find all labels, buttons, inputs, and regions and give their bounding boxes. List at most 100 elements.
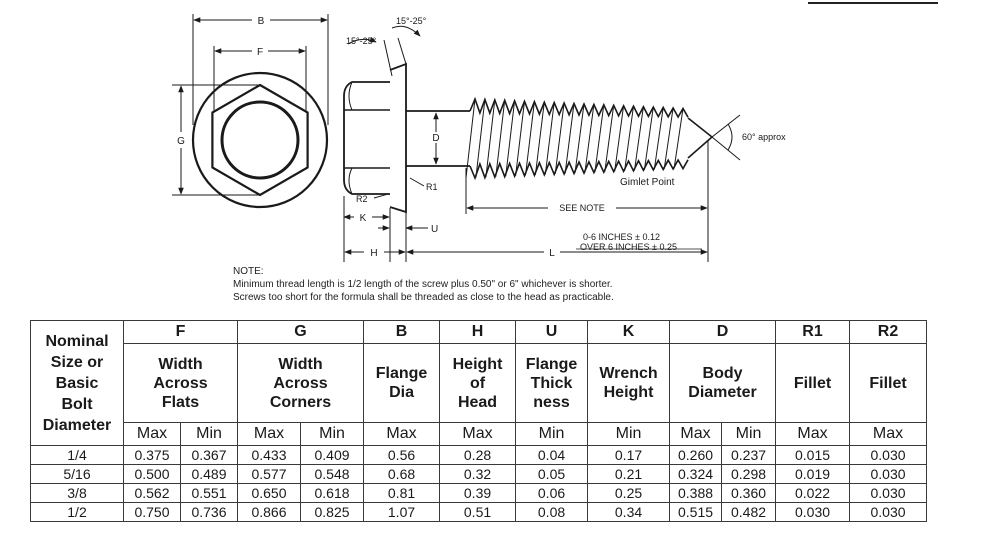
label-angle-top: 15°-25° <box>396 16 427 26</box>
label-u: U <box>431 224 438 235</box>
column-desc-word: Flange <box>375 365 428 382</box>
column-desc-word: Width <box>278 355 323 373</box>
top-rule <box>808 2 938 4</box>
value-cell: 0.34 <box>587 502 671 522</box>
column-desc-word: Thick <box>530 374 573 392</box>
thread-crest-line <box>594 104 605 173</box>
value-cell: 0.68 <box>363 464 441 484</box>
column-letter-d: D <box>669 320 777 344</box>
column-sub-d-max: Max <box>669 422 723 446</box>
column-desc-word: of <box>469 374 486 392</box>
row-header-word: Diameter <box>42 416 112 434</box>
value-cell: 0.39 <box>439 483 517 503</box>
value-cell: 0.562 <box>123 483 181 503</box>
row-header-word: Nominal <box>45 332 109 350</box>
value-cell: 0.260 <box>669 445 723 465</box>
thread-crest-line <box>604 105 615 172</box>
thread-crest-line <box>663 107 674 170</box>
column-sub-b-max: Max <box>363 422 441 446</box>
side-view <box>343 25 741 262</box>
column-desc-word: Head <box>457 393 498 411</box>
thread-crest-line <box>564 103 575 174</box>
row-header-word: Basic <box>55 374 99 392</box>
column-sub-g-min: Min <box>299 422 365 446</box>
value-cell: 1.07 <box>363 502 441 522</box>
row-header-word: Bolt <box>61 395 93 413</box>
value-cell: 0.482 <box>721 502 777 522</box>
thread-crest-line <box>554 102 565 174</box>
value-cell: 0.433 <box>237 445 301 465</box>
column-desc-word: Flats <box>161 393 200 411</box>
value-cell: 0.489 <box>180 464 238 484</box>
label-g: G <box>177 136 185 147</box>
thread-crest-line <box>584 104 595 173</box>
value-cell: 0.030 <box>849 483 928 503</box>
value-cell: 0.25 <box>587 483 671 503</box>
label-l: L <box>549 248 555 259</box>
value-cell: 0.28 <box>439 445 517 465</box>
value-cell: 0.736 <box>180 502 238 522</box>
label-tolerance-short: 0-6 INCHES ± 0.12 <box>583 232 660 242</box>
value-cell: 0.015 <box>775 445 851 465</box>
label-tolerance-long: OVER 6 INCHES ± 0.25 <box>580 242 677 252</box>
column-desc-word: Height <box>452 355 503 373</box>
value-cell: 0.030 <box>849 502 928 522</box>
thread-crest-line <box>643 107 654 170</box>
thread-note: NOTE: Minimum thread length is 1/2 lengt… <box>233 265 614 304</box>
thread-crest-line <box>534 102 545 175</box>
thread-crest-line <box>544 102 555 175</box>
value-cell: 0.618 <box>299 483 365 503</box>
column-desc-word: Width <box>158 355 203 373</box>
label-point-angle: 60° approx <box>742 132 786 142</box>
label-d: D <box>432 133 439 144</box>
thread-crest-line <box>614 105 625 172</box>
value-cell: 0.06 <box>515 483 589 503</box>
value-cell: 0.866 <box>237 502 301 522</box>
value-cell: 0.367 <box>180 445 238 465</box>
column-desc-word: Across <box>273 374 328 392</box>
value-cell: 0.030 <box>849 464 928 484</box>
column-desc-word: Wrench <box>599 365 658 382</box>
value-cell: 0.019 <box>775 464 851 484</box>
value-cell: 0.324 <box>669 464 723 484</box>
end-view <box>172 14 329 209</box>
row-header-word: Size or <box>50 353 104 371</box>
value-cell: 0.360 <box>721 483 777 503</box>
label-b: B <box>258 16 265 27</box>
column-letter-r1: R1 <box>775 320 851 344</box>
column-letter-h: H <box>439 320 517 344</box>
thread-crest-line <box>465 98 476 179</box>
column-desc-word: Dia <box>389 384 414 401</box>
column-sub-h-max: Max <box>439 422 517 446</box>
value-cell: 0.548 <box>299 464 365 484</box>
column-letter-r2: R2 <box>849 320 928 344</box>
label-h: H <box>370 248 377 259</box>
value-cell: 0.388 <box>669 483 723 503</box>
value-cell: 0.17 <box>587 445 671 465</box>
label-gimlet-point: Gimlet Point <box>620 177 675 188</box>
value-cell: 0.05 <box>515 464 589 484</box>
size-cell: 5/16 <box>30 464 124 484</box>
thread-crest-line <box>574 103 585 174</box>
column-sub-g-max: Max <box>237 422 301 446</box>
value-cell: 0.030 <box>775 502 851 522</box>
thread-crest-line <box>634 106 644 171</box>
column-desc-word: Flange <box>525 355 578 373</box>
column-desc-word: Body <box>702 365 743 382</box>
thread-crest-line <box>505 100 516 177</box>
value-cell: 0.56 <box>363 445 441 465</box>
value-cell: 0.32 <box>439 464 517 484</box>
column-letter-u: U <box>515 320 589 344</box>
value-cell: 0.750 <box>123 502 181 522</box>
note-title: NOTE: <box>233 266 264 277</box>
